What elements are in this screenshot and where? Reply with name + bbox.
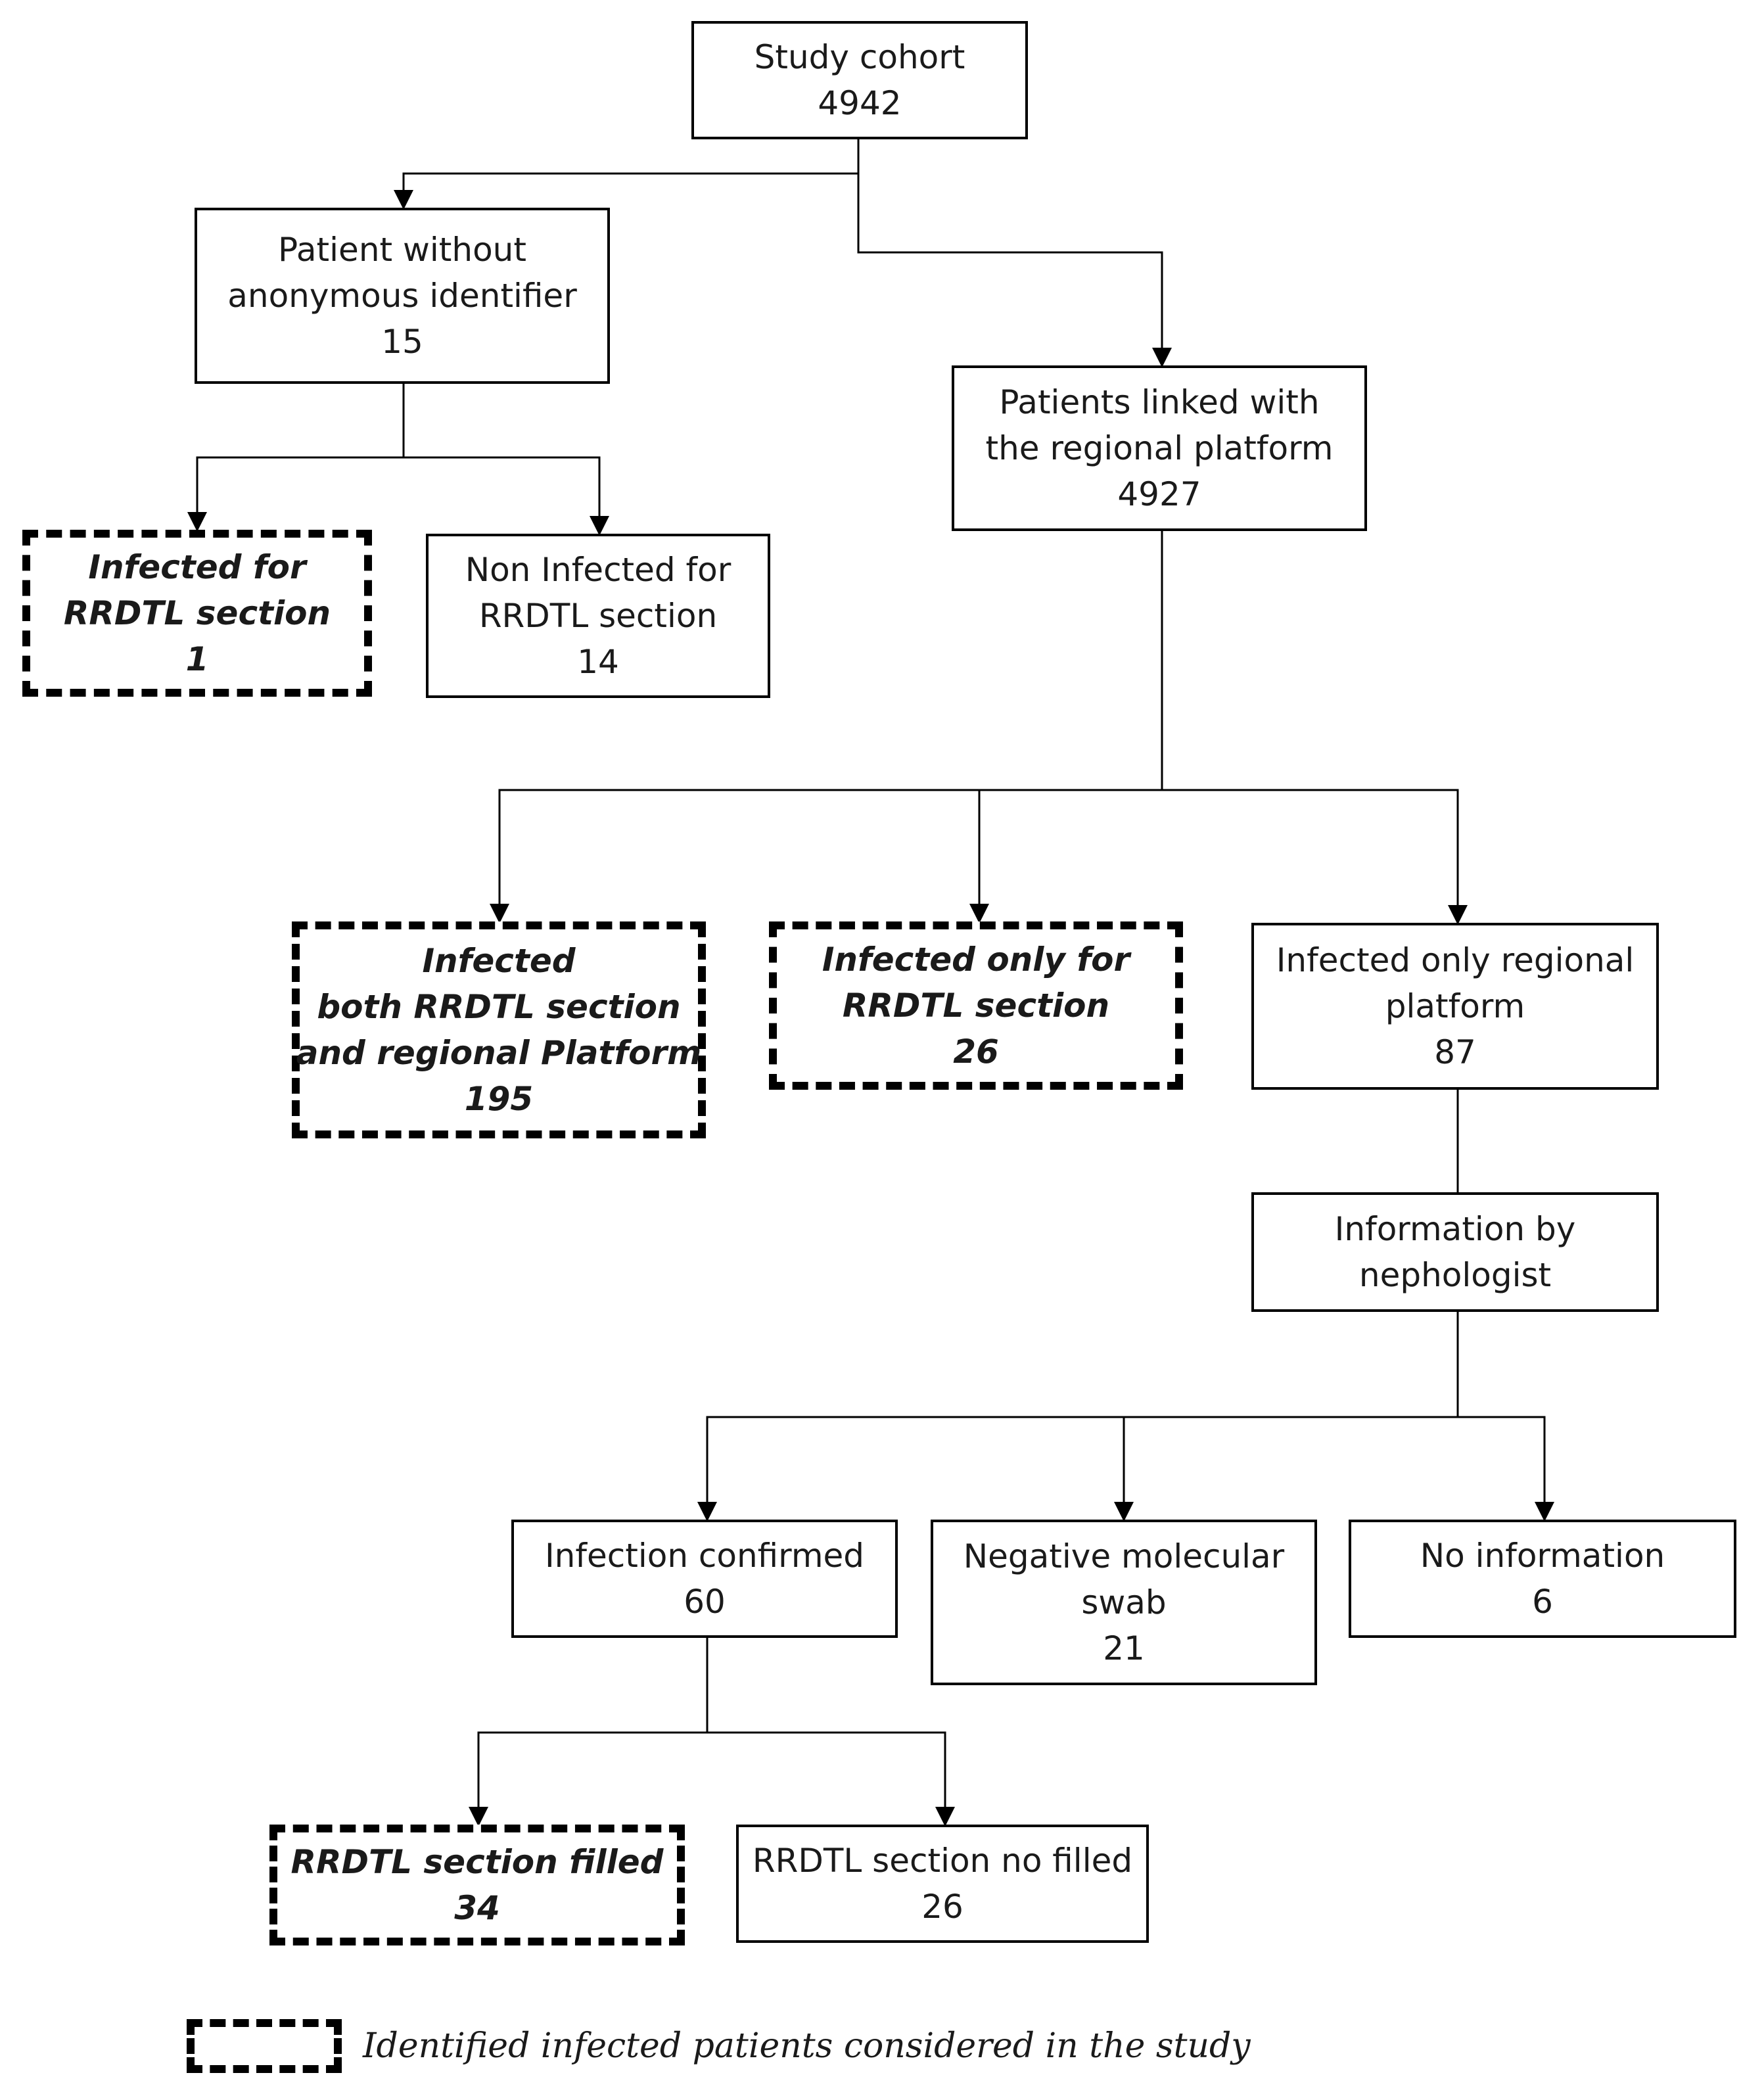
negative-swab-count: 21 [1103, 1629, 1145, 1667]
infected-only-rrdtl-line1: Infected only for [822, 941, 1130, 979]
infected-for-rrdtl-count: 1 [185, 640, 209, 678]
box-rrdtl-no-filled: RRDTL section no filled 26 [736, 1825, 1149, 1943]
rrdtl-no-filled-count: 26 [921, 1888, 963, 1926]
infected-both-line2: both RRDTL section [317, 988, 681, 1026]
box-without-identifier: Patient without anonymous identifier 15 [195, 208, 610, 384]
infected-both-line3: and regional Platform [296, 1034, 702, 1072]
box-study-cohort: Study cohort 4942 [691, 21, 1028, 139]
infection-confirmed-label: Infection confirmed [544, 1537, 865, 1575]
connector-to-negative-swab [1114, 1416, 1458, 1522]
infected-only-regional-count: 87 [1434, 1033, 1476, 1071]
connector-to-infected-only-rrdtl [969, 789, 1162, 923]
connector-to-rrdtl-filled [469, 1731, 707, 1827]
info-nephologist-line1: Information by [1334, 1210, 1576, 1248]
study-cohort-label: Study cohort [754, 38, 965, 76]
infected-for-rrdtl-line2: RRDTL section [63, 594, 331, 632]
infected-only-regional-line1: Infected only regional [1276, 941, 1635, 979]
connector-to-non-infected [404, 456, 609, 536]
box-infected-only-rrdtl: Infected only for RRDTL section 26 [769, 921, 1183, 1090]
connector-to-rrdtl-no-filled [707, 1731, 955, 1827]
info-nephologist-line2: nephologist [1358, 1256, 1552, 1294]
connector-to-infected-both [490, 789, 1162, 923]
legend-dashed-swatch [187, 2019, 342, 2073]
box-infected-only-regional: Infected only regional platform 87 [1251, 923, 1659, 1090]
legend-text: Identified infected patients considered … [363, 2026, 1251, 2066]
rrdtl-filled-label: RRDTL section filled [290, 1843, 664, 1881]
linked-platform-line1: Patients linked with [999, 383, 1320, 421]
non-infected-count: 14 [577, 643, 619, 681]
box-no-information: No information 6 [1349, 1520, 1736, 1638]
connector-cohort-to-linked [857, 174, 1172, 367]
box-info-nephologist: Information by nephologist [1251, 1192, 1659, 1312]
infected-for-rrdtl-line1: Infected for [88, 548, 306, 586]
box-negative-swab: Negative molecular swab 21 [931, 1520, 1317, 1685]
without-identifier-line1: Patient without [278, 231, 526, 269]
box-infection-confirmed: Infection confirmed 60 [511, 1520, 898, 1638]
rrdtl-filled-count: 34 [454, 1889, 500, 1927]
no-information-count: 6 [1532, 1583, 1553, 1621]
non-infected-line2: RRDTL section [478, 597, 718, 635]
box-non-infected-rrdtl: Non Infected for RRDTL section 14 [426, 534, 770, 698]
box-infected-both: Infected both RRDTL section and regional… [292, 921, 706, 1138]
infected-both-count: 195 [464, 1080, 534, 1118]
no-information-label: No information [1420, 1537, 1665, 1575]
box-linked-platform: Patients linked with the regional platfo… [952, 365, 1367, 531]
infected-only-regional-line2: platform [1385, 987, 1525, 1025]
connector-to-infected-for-rrdtl [187, 456, 404, 532]
infected-only-rrdtl-line2: RRDTL section [842, 987, 1110, 1025]
infection-confirmed-count: 60 [684, 1583, 726, 1621]
box-rrdtl-filled: RRDTL section filled 34 [269, 1825, 685, 1945]
negative-swab-line1: Negative molecular [963, 1537, 1285, 1575]
infected-both-line1: Infected [422, 942, 576, 980]
box-infected-for-rrdtl: Infected for RRDTL section 1 [22, 530, 372, 697]
connector-to-no-information [1458, 1416, 1554, 1522]
without-identifier-count: 15 [381, 323, 423, 361]
rrdtl-no-filled-label: RRDTL section no filled [752, 1842, 1133, 1880]
without-identifier-line2: anonymous identifier [227, 277, 577, 315]
non-infected-line1: Non Infected for [465, 551, 731, 589]
connector-to-infected-only-regional [1162, 789, 1468, 925]
infected-only-rrdtl-count: 26 [953, 1033, 999, 1071]
connector-cohort-to-without-id [394, 139, 860, 210]
study-cohort-count: 4942 [818, 84, 902, 122]
negative-swab-line2: swab [1081, 1583, 1167, 1621]
linked-platform-line2: the regional platform [985, 429, 1334, 467]
connector-to-infection-confirmed [697, 1416, 1458, 1522]
linked-platform-count: 4927 [1117, 475, 1201, 513]
